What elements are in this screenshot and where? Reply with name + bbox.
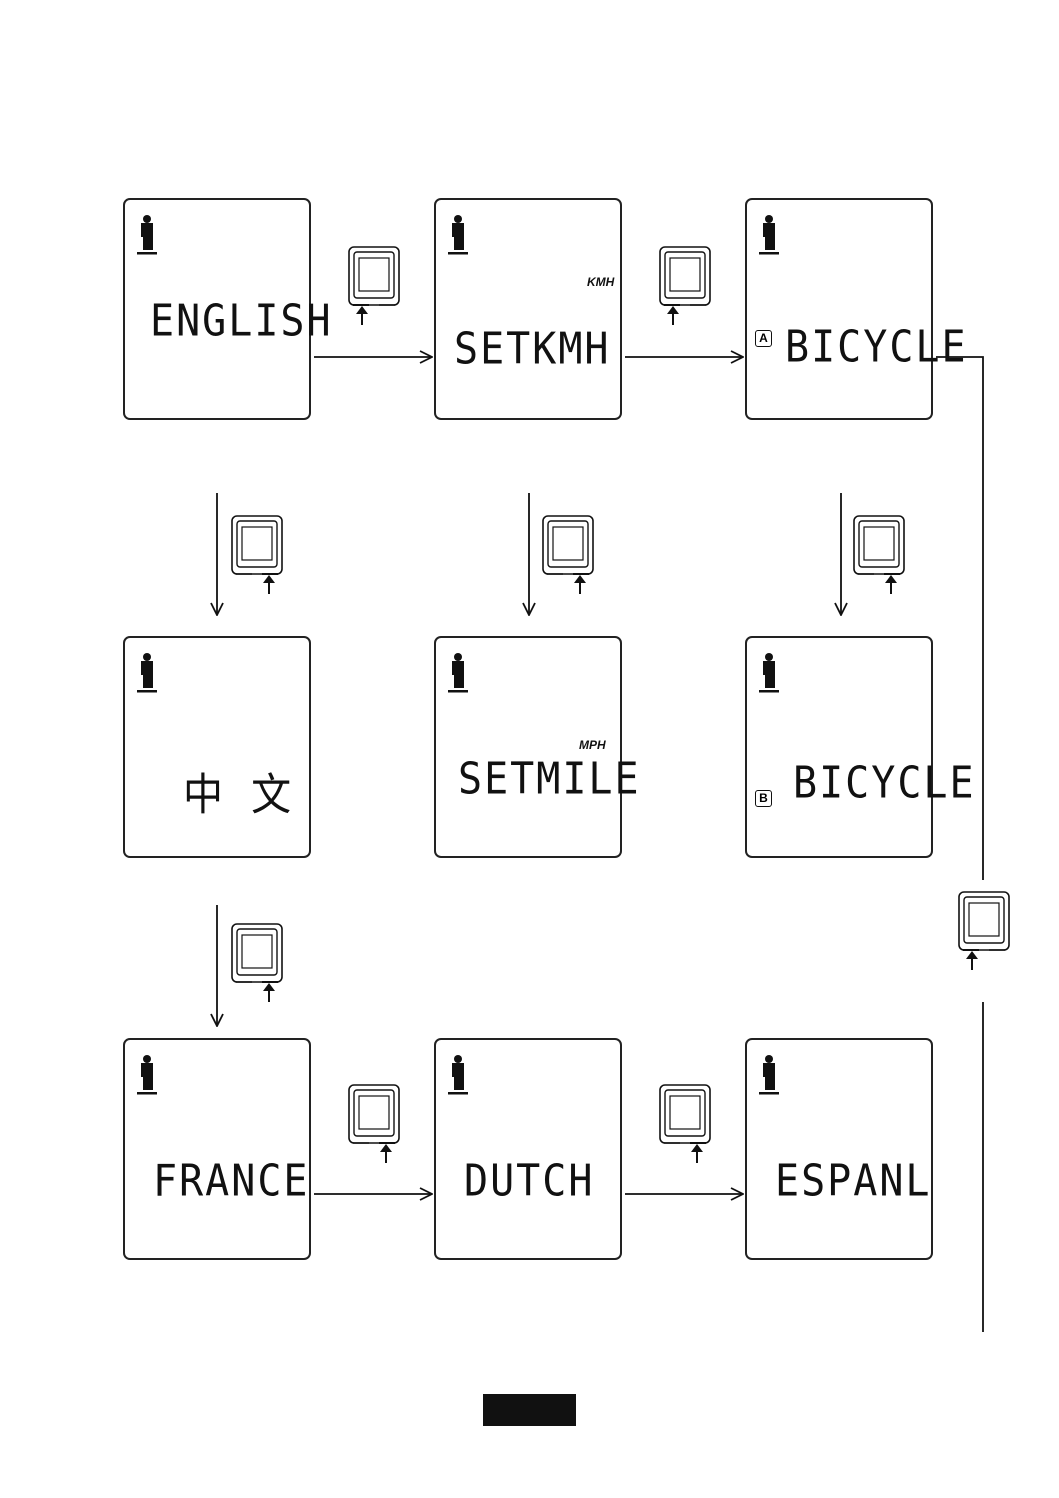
device-right-button-icon — [541, 514, 595, 596]
page-number-tab — [483, 1394, 576, 1426]
screen-dutch: DUTCH — [434, 1038, 622, 1260]
device-right-button-icon — [852, 514, 906, 596]
cyclist-icon — [446, 1054, 470, 1098]
bike-a-badge: A — [755, 330, 772, 347]
device-left-button-icon — [957, 890, 1011, 972]
lcd-text: ESPANL — [775, 1156, 932, 1207]
screen-bicycle-a: A BICYCLE — [745, 198, 933, 420]
cyclist-icon — [757, 652, 781, 696]
cyclist-icon — [446, 652, 470, 696]
bike-b-badge: B — [755, 790, 772, 807]
screen-english: ENGLISH — [123, 198, 311, 420]
cyclist-icon — [757, 214, 781, 258]
cyclist-icon — [757, 1054, 781, 1098]
device-left-button-icon — [347, 245, 401, 327]
lcd-text: 中 文 — [183, 759, 293, 823]
device-right-button-icon — [347, 1083, 401, 1165]
lcd-text: SETMILE — [458, 754, 641, 805]
device-left-button-icon — [658, 245, 712, 327]
device-right-button-icon — [230, 922, 284, 1004]
screen-espanl: ESPANL — [745, 1038, 933, 1260]
screen-setmile: MPH SETMILE — [434, 636, 622, 858]
screen-bicycle-b: B BICYCLE — [745, 636, 933, 858]
lcd-text: BICYCLE — [793, 758, 976, 809]
cyclist-icon — [135, 214, 159, 258]
lcd-text: BICYCLE — [785, 322, 968, 373]
lcd-text: DUTCH — [464, 1156, 594, 1207]
unit-label: KMH — [587, 275, 614, 289]
device-right-button-icon — [230, 514, 284, 596]
screen-setkmh: KMH SETKMH — [434, 198, 622, 420]
lcd-text: FRANCE — [153, 1156, 310, 1207]
screen-france: FRANCE — [123, 1038, 311, 1260]
screen-chinese: 中 文 — [123, 636, 311, 858]
lcd-text: ENGLISH — [150, 296, 333, 347]
cyclist-icon — [135, 1054, 159, 1098]
device-right-button-icon — [658, 1083, 712, 1165]
cyclist-icon — [446, 214, 470, 258]
cyclist-icon — [135, 652, 159, 696]
lcd-text: SETKMH — [454, 324, 611, 375]
unit-label: MPH — [579, 738, 606, 752]
